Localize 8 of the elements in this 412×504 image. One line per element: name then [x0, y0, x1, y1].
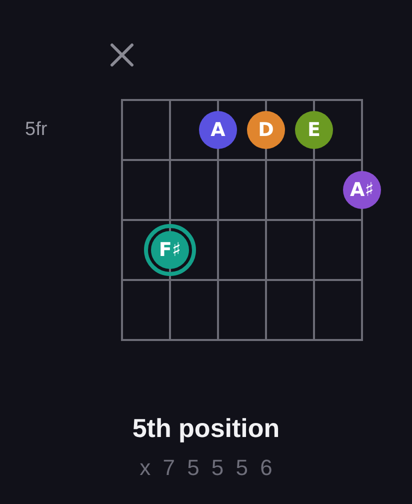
- note-marker: A: [199, 111, 237, 149]
- fret-number: 5fr: [25, 118, 48, 142]
- note-marker: A♯: [343, 171, 381, 209]
- note-marker: D: [247, 111, 285, 149]
- fingering: x 7 5 5 5 6: [140, 455, 276, 480]
- root-note-marker: F♯: [144, 224, 196, 276]
- chord-title: 5th position: [132, 413, 280, 443]
- note-marker: E: [295, 111, 333, 149]
